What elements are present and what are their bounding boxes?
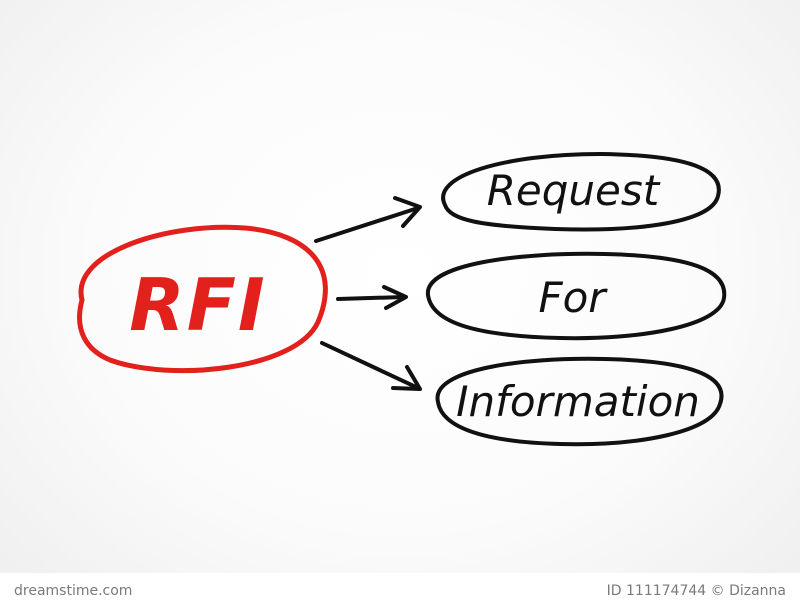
node-information: Information [435,356,724,447]
node-information-oval [435,356,724,447]
node-for-oval [425,251,727,341]
node-for-label: For [538,273,608,322]
node-request: Request [441,151,721,232]
node-information-label: Information [456,377,700,426]
watermark-site: dreamstime.com [14,583,133,599]
watermark-id: ID 111174744 © Dizanna [606,583,786,599]
node-request-oval [441,151,721,232]
watermark-bar: dreamstime.com ID 111174744 © Dizanna [0,573,800,605]
main-node-oval [77,224,328,374]
main-node-label: RFI [129,263,266,347]
node-request-label: Request [487,166,661,215]
arrow-to-information [320,341,422,391]
arrow-to-request [314,196,422,243]
node-for: For [425,251,727,341]
arrow-to-for [336,285,408,310]
rfi-acronym-diagram: RFI Request For Information [77,151,727,447]
main-node: RFI [77,224,328,374]
